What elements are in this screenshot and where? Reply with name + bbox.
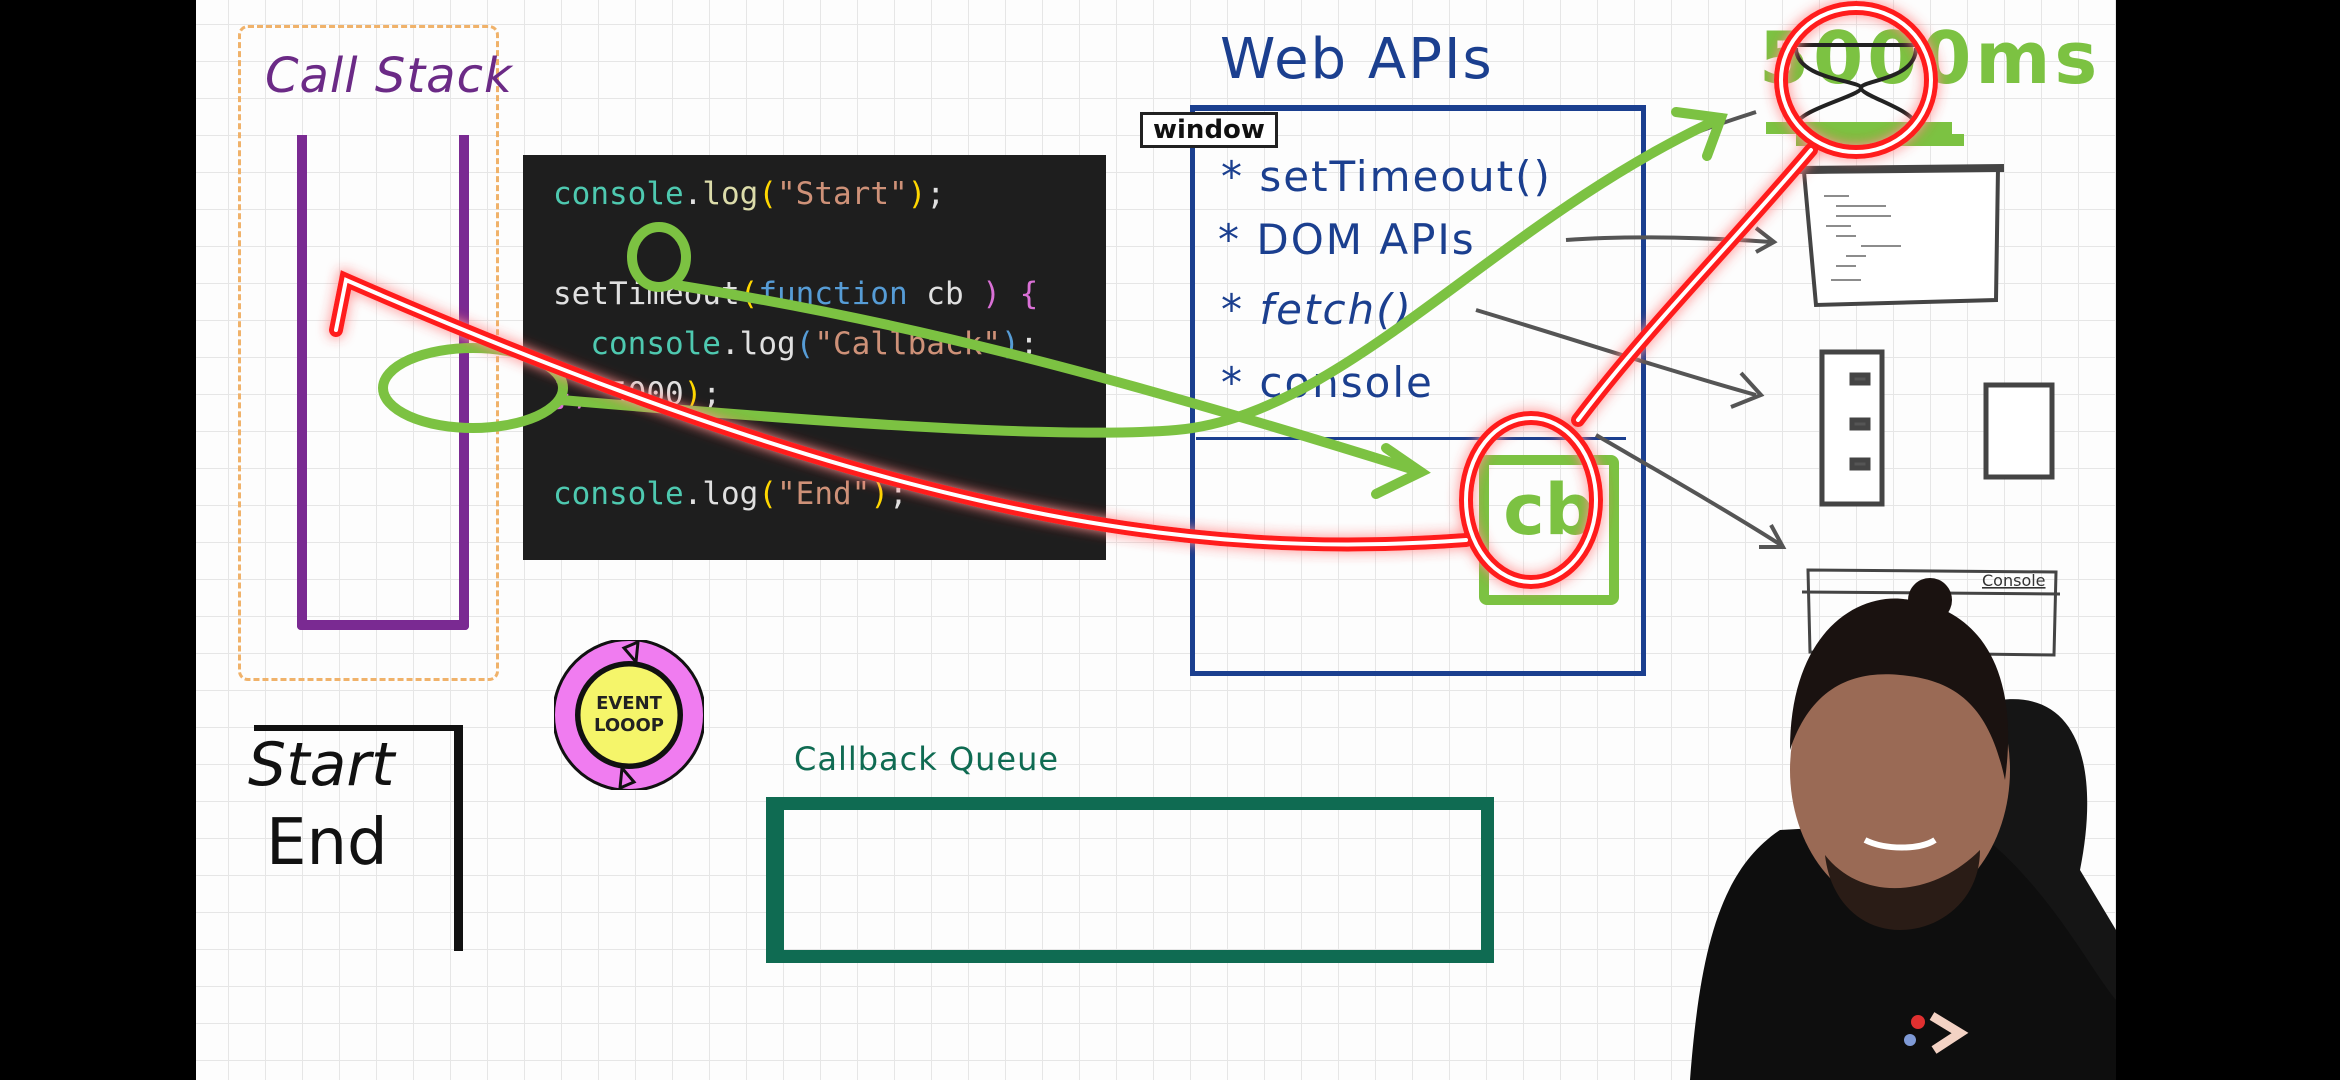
event-loop-label: EVENT LOOOP [579,693,679,737]
event-loop-icon [554,640,704,790]
video-letterbox-left [0,0,196,1080]
console-output-line: End [266,806,388,880]
cb-param-highlight [627,222,691,292]
call-stack-title: Call Stack [265,48,513,104]
code-token: ) [683,376,703,412]
code-token: . [720,326,740,362]
api-item-settimeout: * setTimeout() [1221,152,1552,202]
face [1790,630,2010,910]
red-annotation-strokes [329,1,1938,589]
code-token: "End" [777,476,871,512]
code-token: log [702,176,759,212]
arrow-to-devtools-sketch [1594,433,1783,547]
code-token: "Start" [777,176,908,212]
api-item-fetch: * fetch() [1221,285,1413,335]
call-stack-container [297,135,469,630]
asterisk-bullet-icon: * [1221,285,1244,334]
code-token-cb-param: cb [926,276,964,312]
api-connector-arrows [1475,110,1787,549]
code-token: ( [795,326,815,362]
event-loop-label-line: LOOOP [594,715,664,736]
code-token: ; [702,376,721,412]
api-item-label: fetch() [1259,285,1413,334]
registered-callback-box [1479,455,1619,605]
hourglass-icon [1786,43,1926,130]
video-letterbox-right [2116,0,2340,1080]
delay-highlight [378,343,568,433]
event-loop-label-line: EVENT [596,693,662,714]
api-item-label: setTimeout() [1259,152,1552,201]
asterisk-bullet-icon: * [1221,358,1244,407]
window-object-tag: window [1140,112,1278,148]
code-token: { [1019,276,1039,312]
code-token: ( [758,176,777,212]
code-token: ) [870,476,889,512]
code-block: console.log("Start"); setTimeout(functio… [523,155,1106,519]
arrow-delay-to-timer [556,113,1726,438]
code-token: ) [907,176,927,212]
green-annotation-strokes [378,107,1728,499]
whiteboard-canvas: Call Stack console.log("Start"); setTime… [196,0,2116,1080]
arrow-to-storage-sketch [1475,308,1757,397]
code-token: console [553,476,684,512]
web-apis-container [1190,105,1646,676]
registered-callback-label: cb [1503,469,1595,551]
code-token: log [739,326,796,362]
devtools-console-tab: Console [1982,571,2046,590]
hoodie-logo-icon [1904,1012,1969,1054]
code-token: . [683,476,703,512]
beard [1825,850,1980,930]
presenter-webcam-figure [1690,578,2116,1080]
code-line: console.log("End"); [553,476,908,512]
asterisk-bullet-icon: * [1221,152,1244,201]
web-apis-divider [1196,437,1626,440]
callback-queue-title: Callback Queue [794,740,1060,778]
code-token: log [702,476,759,512]
api-item-dom-apis: * DOM APIs [1218,215,1476,265]
code-token: ) [982,276,1001,312]
code-token: console [590,326,721,362]
console-output-box [254,725,463,951]
html-document-sketch-icon [1797,164,2005,308]
hoodie [1690,820,2116,1080]
console-output-line: Start [248,730,395,800]
code-token: console [553,176,684,212]
hair [1790,598,2009,780]
loop-arrow-top-icon [621,640,640,666]
hair-bun [1908,578,1952,622]
code-editor-panel: console.log("Start"); setTimeout(functio… [523,155,1106,560]
arrow-cb-to-webapi [671,280,1426,477]
code-token: . [683,176,703,212]
arrow-to-dom-sketch [1565,235,1772,244]
smile [1863,837,1937,851]
web-apis-title: Web APIs [1220,27,1494,92]
annotation-layer: Console [329,1,2061,657]
callback-queue-container [766,797,1494,963]
api-item-label: DOM APIs [1256,215,1476,264]
code-line: console.log("Start"); [553,176,945,212]
code-token: ; [926,176,945,212]
loop-arrow-bottom-icon [618,764,637,790]
storage-sketch-icon [1819,349,2055,507]
code-line: console.log("Callback"); [590,326,1038,362]
code-token: ( [758,476,777,512]
asterisk-bullet-icon: * [1218,215,1241,264]
